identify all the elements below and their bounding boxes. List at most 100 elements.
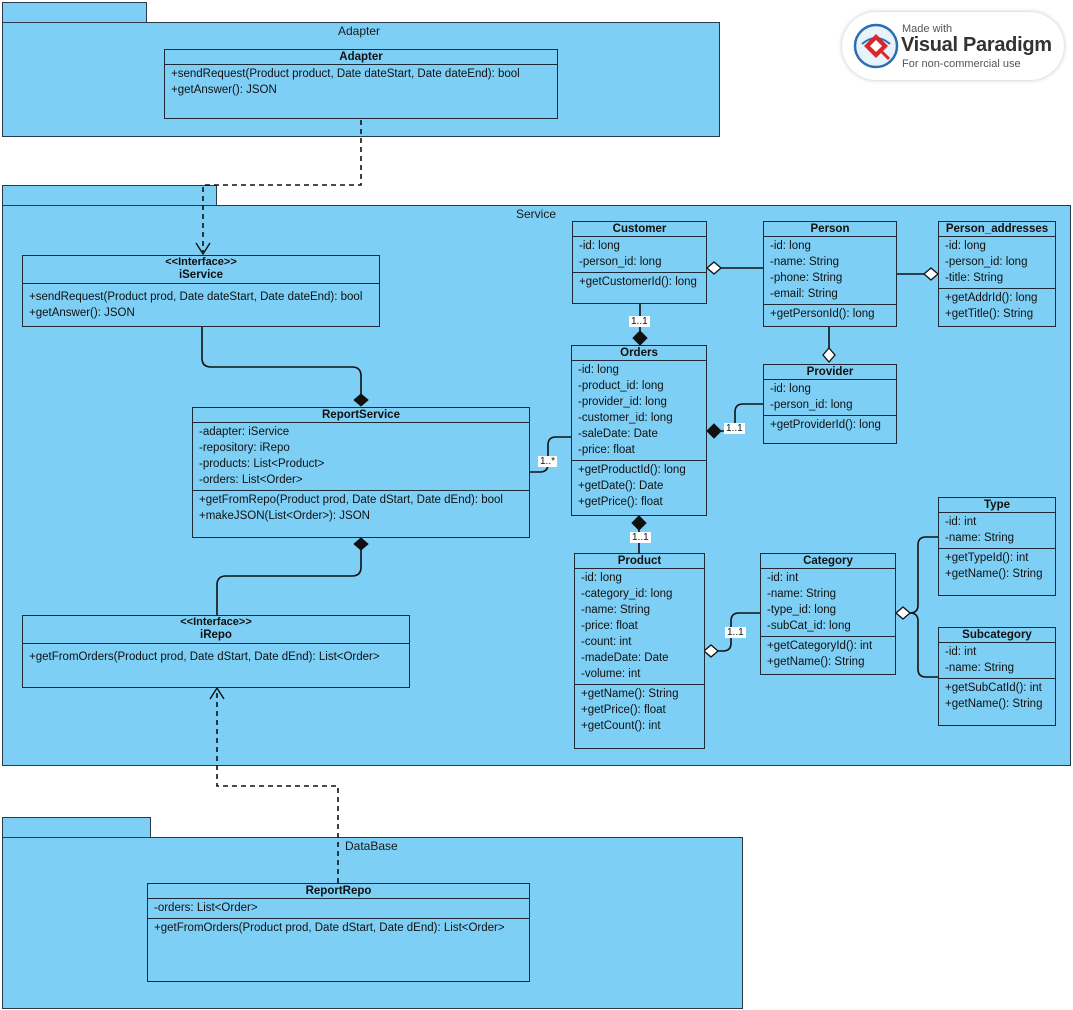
attribute: -adapter: iService xyxy=(199,426,290,438)
composition-diamond-reportservice-bottom xyxy=(353,537,369,551)
attribute: -saleDate: Date xyxy=(578,428,658,440)
operation: +getName(): String xyxy=(581,688,679,700)
badge-brand: Visual Paradigm xyxy=(901,34,1052,56)
class-attributes: -id: long -person_id: long -title: Strin… xyxy=(939,237,1055,289)
operation: +sendRequest(Product prod, Date dateStar… xyxy=(29,291,363,303)
class-name: Orders xyxy=(572,346,706,361)
class-attributes: -id: long -person_id: long xyxy=(764,380,896,416)
class-name: Adapter xyxy=(165,50,557,65)
operation: +getProviderId(): long xyxy=(770,419,881,431)
attribute: -id: long xyxy=(770,383,811,395)
adapter-iservice-realization xyxy=(202,120,362,252)
operation: +getProductId(): long xyxy=(578,464,686,476)
attribute: -id: long xyxy=(579,240,620,252)
operation: +getFromRepo(Product prod, Date dStart, … xyxy=(199,494,503,506)
class-operations: +sendRequest(Product prod, Date dateStar… xyxy=(23,284,379,323)
adapter-package-label: Adapter xyxy=(338,24,381,38)
attribute: -name: String xyxy=(581,604,651,616)
class-category[interactable]: Category -id: int -name: String -type_id… xyxy=(760,553,896,675)
attribute: -provider_id: long xyxy=(578,396,667,408)
class-name: Type xyxy=(939,498,1055,513)
class-operations: +getName(): String +getPrice(): float +g… xyxy=(575,685,704,736)
badge-noncommercial: For non-commercial use xyxy=(902,58,1021,70)
attribute: -volume: int xyxy=(581,668,641,680)
attribute: -id: long xyxy=(581,572,622,584)
class-name: Category xyxy=(761,554,895,569)
attribute: -subCat_id: long xyxy=(767,620,851,632)
aggregation-diamond-customer xyxy=(706,261,722,275)
attribute: -price: float xyxy=(581,620,638,632)
composition-diamond-orders-right xyxy=(706,423,722,439)
operation: +getName(): String xyxy=(945,698,1043,710)
operation: +getCustomerId(): long xyxy=(579,276,697,288)
operation: +getAddrId(): long xyxy=(945,292,1038,304)
composition-diamond-reportservice xyxy=(353,393,369,407)
class-customer[interactable]: Customer -id: long -person_id: long +get… xyxy=(572,221,707,304)
class-name: Product xyxy=(575,554,704,569)
class-operations: +getCustomerId(): long xyxy=(573,273,706,292)
class-irepo[interactable]: <<Interface>> iRepo +getFromOrders(Produ… xyxy=(22,615,410,688)
iservice-reportservice-link xyxy=(201,327,362,394)
reportservice-orders-link xyxy=(530,436,571,473)
attribute: -product_id: long xyxy=(578,380,664,392)
attribute: -id: int xyxy=(767,572,799,584)
badge-made-with: Made with xyxy=(902,23,953,35)
class-reportrepo[interactable]: ReportRepo -orders: List<Order> +getFrom… xyxy=(147,883,530,982)
class-name: Person xyxy=(764,222,896,237)
class-person[interactable]: Person -id: long -name: String -phone: S… xyxy=(763,221,897,327)
attribute: -category_id: long xyxy=(581,588,673,600)
attribute: -name: String xyxy=(770,256,840,268)
operation: +getPersonId(): long xyxy=(770,308,875,320)
attribute: -name: String xyxy=(945,532,1015,544)
multiplicity-provider-orders: 1..1 xyxy=(724,423,745,434)
operation: +getPrice(): float xyxy=(581,704,666,716)
class-title: iRepo xyxy=(200,629,232,641)
attribute: -madeDate: Date xyxy=(581,652,669,664)
operation: +getDate(): Date xyxy=(578,480,664,492)
class-name: Person_addresses xyxy=(939,222,1055,237)
visual-paradigm-badge: Made with Visual Paradigm For non-commer… xyxy=(842,12,1064,80)
visual-paradigm-logo-icon xyxy=(853,23,899,69)
attribute: -person_id: long xyxy=(770,399,853,411)
class-orders[interactable]: Orders -id: long -product_id: long -prov… xyxy=(571,345,707,516)
arrowhead-iservice xyxy=(195,242,211,256)
class-name: <<Interface>> iRepo xyxy=(23,616,409,644)
aggregation-diamond-addresses xyxy=(923,267,939,281)
operation: +getTypeId(): int xyxy=(945,552,1029,564)
composition-diamond-orders-bottom xyxy=(631,515,647,531)
class-type[interactable]: Type -id: int -name: String +getTypeId()… xyxy=(938,497,1056,596)
class-name: ReportService xyxy=(193,408,529,423)
class-title: iService xyxy=(178,269,224,281)
operation: +getPrice(): float xyxy=(578,496,663,508)
aggregation-diamond-product xyxy=(703,644,719,658)
class-operations: +getPersonId(): long xyxy=(764,305,896,324)
class-attributes: -adapter: iService -repository: iRepo -p… xyxy=(193,423,529,491)
class-operations: +getFromOrders(Product prod, Date dStart… xyxy=(148,919,529,938)
attribute: -id: long xyxy=(770,240,811,252)
subcategory-category-link xyxy=(909,612,938,678)
class-adapter[interactable]: Adapter +sendRequest(Product product, Da… xyxy=(164,49,558,119)
attribute: -repository: iRepo xyxy=(199,442,290,454)
multiplicity-orders-product: 1..1 xyxy=(630,532,651,543)
multiplicity-reportservice-orders: 1..* xyxy=(538,456,558,467)
class-operations: +getAddrId(): long +getTitle(): String xyxy=(939,289,1055,324)
class-subcategory[interactable]: Subcategory -id: int -name: String +getS… xyxy=(938,627,1056,726)
attribute: -id: int xyxy=(945,516,977,528)
class-name: Customer xyxy=(573,222,706,237)
class-attributes: -id: long -category_id: long -name: Stri… xyxy=(575,569,704,685)
class-provider[interactable]: Provider -id: long -person_id: long +get… xyxy=(763,364,897,444)
class-attributes: -orders: List<Order> xyxy=(148,899,529,919)
operation: +getFromOrders(Product prod, Date dStart… xyxy=(29,651,380,663)
class-attributes: -id: int -name: String xyxy=(939,643,1055,679)
class-person-addresses[interactable]: Person_addresses -id: long -person_id: l… xyxy=(938,221,1056,327)
class-attributes: -id: int -name: String xyxy=(939,513,1055,549)
class-product[interactable]: Product -id: long -category_id: long -na… xyxy=(574,553,705,749)
class-operations: +getTypeId(): int +getName(): String xyxy=(939,549,1055,584)
class-iservice[interactable]: <<Interface>> iService +sendRequest(Prod… xyxy=(22,255,380,327)
attribute: -count: int xyxy=(581,636,632,648)
class-operations: +getFromOrders(Product prod, Date dStart… xyxy=(23,644,409,667)
class-attributes: -id: long -name: String -phone: String -… xyxy=(764,237,896,305)
operation: +getSubCatId(): int xyxy=(945,682,1042,694)
class-reportservice[interactable]: ReportService -adapter: iService -reposi… xyxy=(192,407,530,538)
